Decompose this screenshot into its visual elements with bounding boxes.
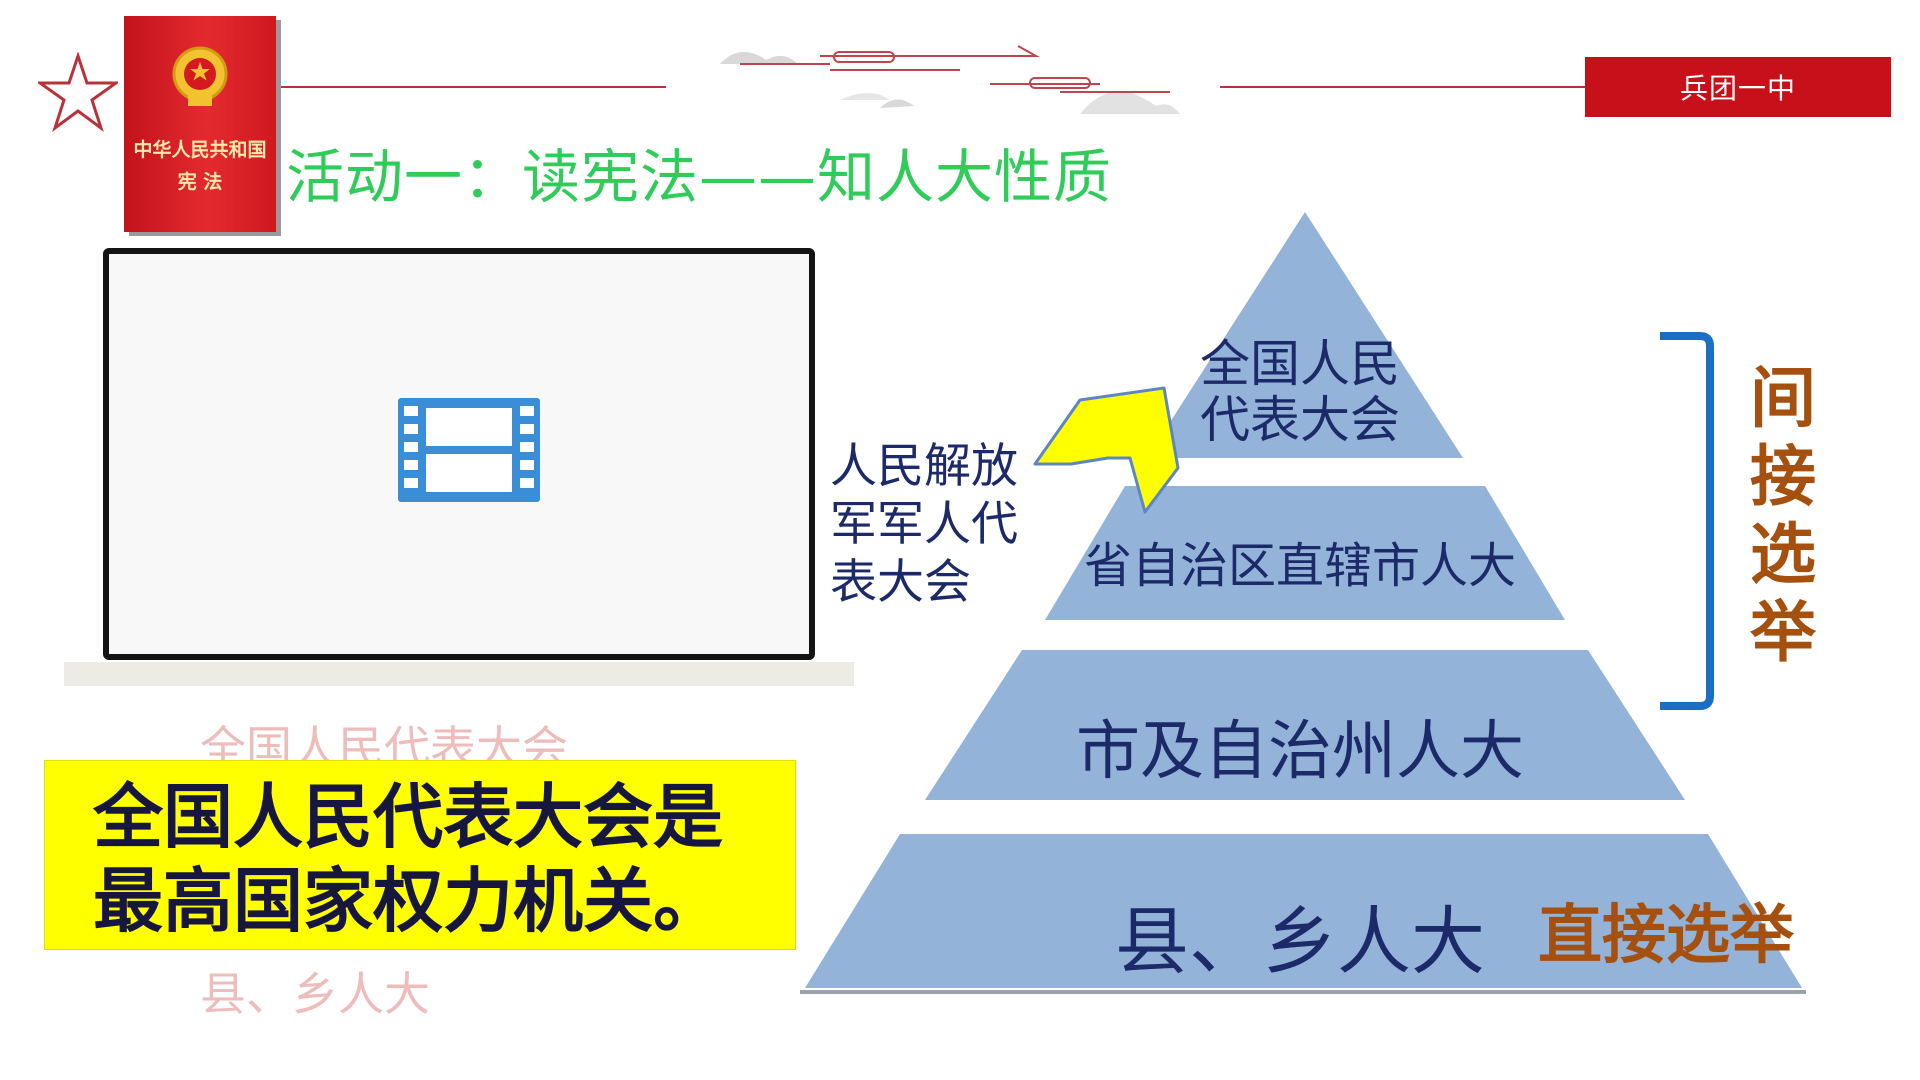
film-icon[interactable] [398, 398, 540, 502]
national-emblem-icon [172, 46, 228, 106]
header-line-left [276, 86, 666, 88]
book-title-line2: 宪 法 [177, 171, 223, 193]
constitution-book: 中华人民共和国 宪 法 [124, 16, 276, 232]
cloud-ornament-icon [720, 45, 1180, 114]
tier-label-npc: 全国人民代表大会 [1200, 335, 1400, 449]
header-line-right [1220, 86, 1586, 88]
school-badge: 兵团一中 [1585, 57, 1891, 117]
faded-label-bottom: 县、乡人大 [200, 967, 430, 1021]
conclusion-box: 全国人民代表大会是 最高国家权力机关。 [44, 760, 796, 950]
indirect-election-label: 间接选举 [1750, 360, 1816, 671]
book-title: 中华人民共和国 宪 法 [124, 134, 276, 198]
pyramid-tier-4 [805, 834, 1802, 988]
yellow-arrow [1033, 386, 1180, 514]
pyramid-diagram [800, 212, 1806, 994]
screen-stand [64, 662, 854, 686]
school-name: 兵团一中 [1679, 72, 1796, 105]
book-title-line1: 中华人民共和国 [133, 139, 267, 161]
conclusion-line2: 最高国家权力机关。 [93, 860, 723, 942]
conclusion-line1: 全国人民代表大会是 [93, 776, 723, 858]
pyramid-tier-1 [1147, 212, 1463, 458]
pyramid-tier-3 [925, 650, 1685, 800]
pyramid-tier-2 [1045, 486, 1565, 620]
pla-congress-label: 人民解放军军人代表大会 [830, 439, 1018, 610]
tier-label-province: 省自治区直辖市人大 [1083, 538, 1516, 594]
video-player[interactable] [103, 248, 815, 660]
tier-label-county: 县、乡人大 [1115, 899, 1485, 985]
red-star-icon [38, 52, 118, 132]
bracket [1660, 332, 1714, 710]
slide-title: 活动一：读宪法——知人大性质 [286, 143, 1113, 211]
tier-label-city: 市及自治州人大 [1076, 715, 1524, 789]
direct-election-label: 直接选举 [1538, 899, 1794, 973]
